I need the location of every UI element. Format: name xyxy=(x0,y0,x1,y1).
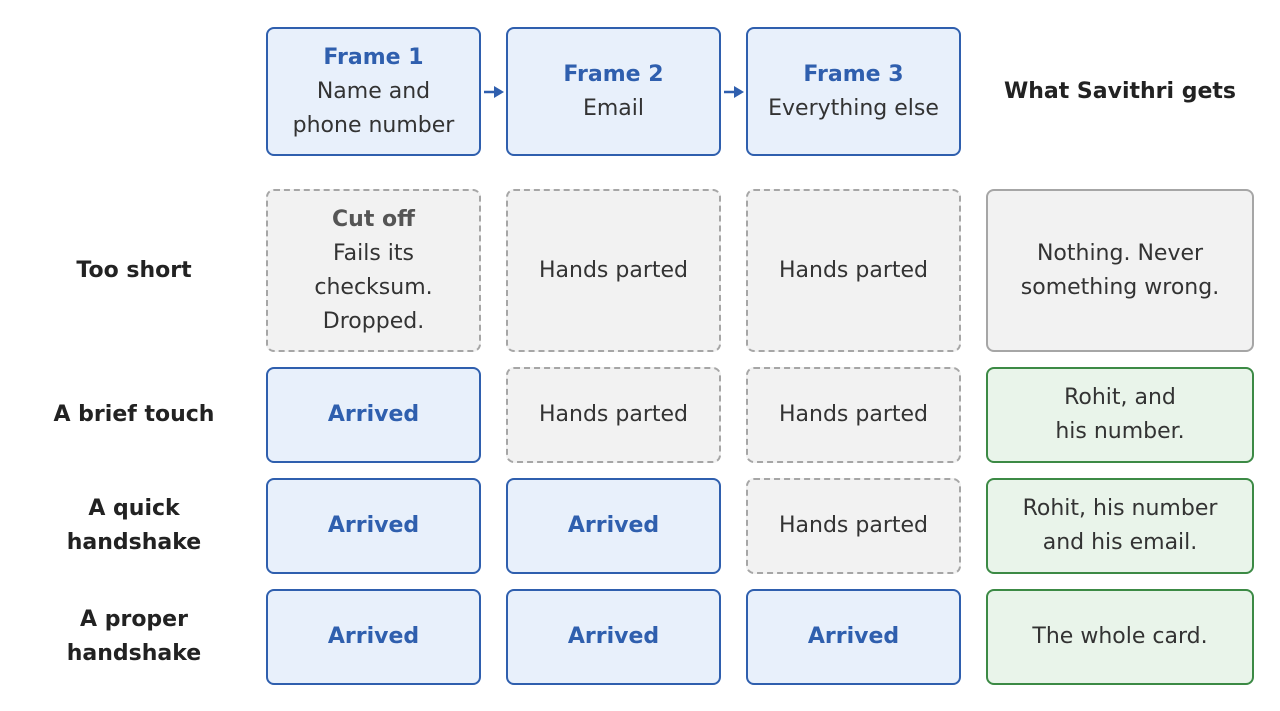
row-label-line: A brief touch xyxy=(53,402,215,427)
result-line-1: Rohit, and xyxy=(1064,385,1176,410)
cell-text: Hands parted xyxy=(778,402,928,427)
result-line-1: Rohit, his number xyxy=(1022,496,1218,521)
result-too-short: Nothing. Never something wrong. xyxy=(986,189,1254,352)
result-column-header: What Savithri gets xyxy=(1003,79,1237,104)
cell-text: Hands parted xyxy=(778,513,928,538)
result-line-1: The whole card. xyxy=(1032,624,1208,649)
cell-text: Arrived xyxy=(327,402,420,427)
row-label-line: handshake xyxy=(66,641,202,666)
cell-arrived: Arrived xyxy=(266,589,481,685)
cut-off-title: Cut off xyxy=(332,206,415,232)
row-label-line: Too short xyxy=(76,257,192,283)
cell-arrived: Arrived xyxy=(506,589,721,685)
row-label-line: handshake xyxy=(66,530,202,555)
row-label-proper-handshake: A proper handshake xyxy=(40,589,228,685)
frame-2-line-1: Email xyxy=(582,95,645,121)
frame-3-line-1: Everything else xyxy=(768,95,939,121)
arrow-right-icon xyxy=(724,86,744,98)
result-proper-handshake: The whole card. xyxy=(986,589,1254,685)
frame-1-line-2: phone number xyxy=(292,112,455,138)
frame-2-title: Frame 2 xyxy=(563,61,664,87)
cell-text: Arrived xyxy=(567,513,660,538)
frame-3-box: Frame 3 Everything else xyxy=(746,27,961,156)
cell-hands-parted: Hands parted xyxy=(506,189,721,352)
cell-text: Hands parted xyxy=(538,257,688,283)
result-brief-touch: Rohit, and his number. xyxy=(986,367,1254,463)
cell-hands-parted: Hands parted xyxy=(746,478,961,574)
cell-cut-off: Cut off Fails its checksum. Dropped. xyxy=(266,189,481,352)
frame-1-box: Frame 1 Name and phone number xyxy=(266,27,481,156)
result-line-1: Nothing. Never xyxy=(1036,240,1204,266)
cell-text: Arrived xyxy=(567,624,660,649)
cell-text: Arrived xyxy=(807,624,900,649)
cut-off-line-1: Fails its xyxy=(333,240,414,266)
row-label-line: A quick xyxy=(88,496,180,521)
cell-arrived: Arrived xyxy=(506,478,721,574)
frame-2-box: Frame 2 Email xyxy=(506,27,721,156)
cell-hands-parted: Hands parted xyxy=(746,189,961,352)
result-quick-handshake: Rohit, his number and his email. xyxy=(986,478,1254,574)
cell-text: Hands parted xyxy=(778,257,928,283)
result-line-2: and his email. xyxy=(1042,530,1198,555)
cell-arrived: Arrived xyxy=(266,478,481,574)
row-label-brief-touch: A brief touch xyxy=(40,367,228,463)
cell-arrived: Arrived xyxy=(746,589,961,685)
cell-text: Arrived xyxy=(327,513,420,538)
frame-3-title: Frame 3 xyxy=(803,61,904,87)
frame-1-title: Frame 1 xyxy=(323,44,424,70)
cell-hands-parted: Hands parted xyxy=(506,367,721,463)
cell-arrived: Arrived xyxy=(266,367,481,463)
arrow-right-icon xyxy=(484,86,504,98)
result-line-2: something wrong. xyxy=(1020,274,1220,300)
cell-text: Hands parted xyxy=(538,402,688,427)
cut-off-line-2: checksum. xyxy=(314,274,433,300)
cell-text: Arrived xyxy=(327,624,420,649)
row-label-line: A proper xyxy=(80,607,188,632)
row-label-too-short: Too short xyxy=(40,189,228,352)
result-line-2: his number. xyxy=(1055,419,1185,444)
row-label-quick-handshake: A quick handshake xyxy=(40,478,228,574)
cut-off-line-3: Dropped. xyxy=(322,308,425,334)
frame-1-line-1: Name and xyxy=(316,78,431,104)
cell-hands-parted: Hands parted xyxy=(746,367,961,463)
